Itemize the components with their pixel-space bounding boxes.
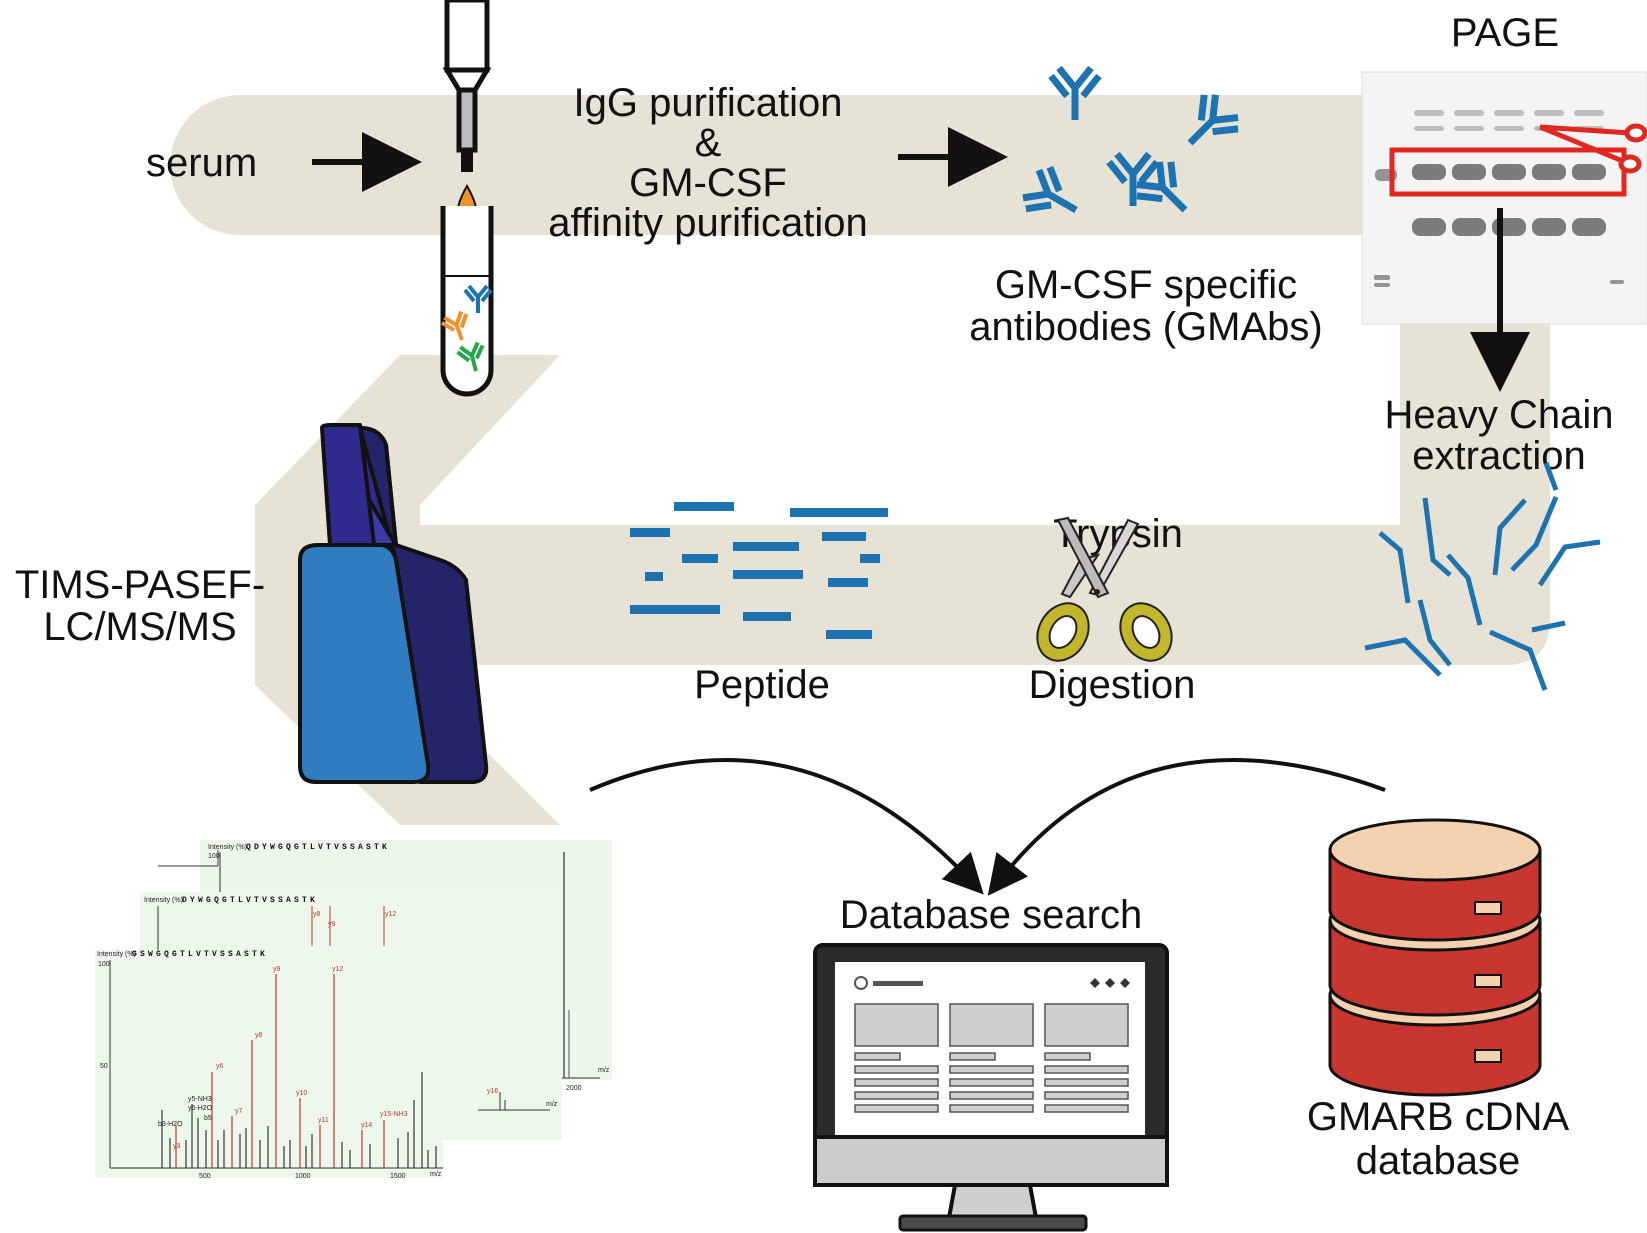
heavy-line-2: extraction — [1412, 434, 1585, 478]
peptides-icon — [630, 502, 888, 639]
spectrum-mid-intensity: Intensity (%) — [144, 897, 183, 904]
digestion-label: Digestion — [1029, 663, 1196, 707]
spectrum-front-y50: 50 — [100, 1063, 108, 1070]
spectrum-back-mz: m/z — [598, 1067, 610, 1074]
gmarb-line-2: database — [1356, 1139, 1521, 1183]
database-search-label: Database search — [840, 893, 1142, 937]
gmarb-line-1: GMARB cDNA — [1307, 1095, 1570, 1139]
tims-line-2: LC/MS/MS — [43, 605, 236, 649]
page-label: PAGE — [1451, 11, 1559, 55]
peak-label-y14: y14 — [361, 1122, 372, 1129]
peak-label-y8: y8 — [255, 1032, 263, 1039]
test-tube-icon — [438, 206, 494, 397]
igg-line-1: IgG purification — [573, 81, 842, 125]
spectrum-back-y100: 100 — [208, 853, 220, 860]
spectrum-front-intensity: Intensity (%) — [97, 951, 136, 958]
peak-label-y3: y3 — [173, 1143, 181, 1150]
spectrum-back-tick: 2000 — [566, 1085, 582, 1092]
spectrum-front-sequence: GSWGQGTLVTVSSASTK — [132, 950, 268, 959]
ms-spectra-panel: Intensity (%) QDYWGQGTLVTVSSASTK 100 200… — [95, 840, 612, 1180]
peak-label-y7: y7 — [235, 1108, 243, 1115]
spectrum-front-tick-1000: 1000 — [295, 1173, 311, 1180]
spectrum-mid-mz: m/z — [546, 1101, 558, 1108]
igg-purification-label: IgG purification & GM-CSF affinity purif… — [548, 81, 867, 245]
spectrum-back-sequence: QDYWGQGTLVTVSSASTK — [246, 843, 390, 852]
database-icon — [1328, 818, 1542, 1097]
scissors-icon — [1539, 123, 1647, 174]
peak-label-y5-h2o: y5-H2O — [188, 1105, 213, 1112]
spectrum-mid-peak-y12: y12 — [385, 911, 396, 918]
serum-label: serum — [146, 141, 257, 185]
spectrum-front-peaks — [161, 974, 437, 1168]
peak-label-y10: y10 — [296, 1090, 307, 1097]
spectrum-mid-peak-y9: y9 — [328, 921, 336, 928]
heavy-chain-fragments-icon — [1364, 462, 1601, 691]
peak-label-y6: y6 — [216, 1063, 224, 1070]
spectrum-front-y100: 100 — [98, 961, 110, 968]
spectrum-front-tick-500: 500 — [199, 1173, 211, 1180]
gmabs-line-2: antibodies (GMAbs) — [969, 305, 1322, 349]
peak-label-y5-nh3: y5-NH3 — [188, 1096, 212, 1103]
igg-line-2: & — [695, 121, 722, 165]
peak-label-y15-nh3: y15-NH3 — [380, 1111, 408, 1118]
peak-label-b3-h2o: b3-H2O — [158, 1121, 183, 1128]
igg-line-3: GM-CSF — [629, 161, 787, 205]
spectrum-front-tick-1500: 1500 — [390, 1173, 406, 1180]
spectrum-front — [95, 950, 443, 1178]
computer-monitor-icon — [813, 943, 1169, 1232]
peak-label-b5: b5 — [204, 1115, 212, 1122]
gmabs-line-1: GM-CSF specific — [995, 263, 1297, 307]
peak-label-y9: y9 — [273, 966, 281, 973]
arrow-db-to-search — [987, 758, 1386, 896]
igg-line-4: affinity purification — [548, 201, 867, 245]
spectrum-back-intensity: Intensity (%) — [208, 844, 247, 851]
peak-label-y12: y12 — [332, 966, 343, 973]
peak-label-y16: y16 — [487, 1088, 498, 1095]
trypsin-scissors-icon — [1036, 516, 1173, 662]
peak-label-y11: y11 — [318, 1117, 329, 1124]
heavy-line-1: Heavy Chain — [1384, 393, 1613, 437]
arrow-spectra-to-search — [589, 758, 984, 895]
gel-image — [1361, 71, 1647, 325]
spectrum-mid-peak-y8: y8 — [313, 911, 321, 918]
pipette-icon — [442, 0, 492, 220]
peptide-label: Peptide — [694, 663, 830, 707]
spectrum-front-peak-labels: b3-H2O y3 y5-NH3 y5-H2O b5 y6 y7 y8 y9 y… — [158, 966, 498, 1150]
tims-line-1: TIMS-PASEF- — [15, 563, 265, 607]
mass-spectrometer-icon — [298, 423, 489, 784]
spectrum-front-mz: m/z — [430, 1171, 442, 1178]
spectrum-mid-sequence: DYWGQGTLVTVSSASTK — [182, 896, 318, 905]
